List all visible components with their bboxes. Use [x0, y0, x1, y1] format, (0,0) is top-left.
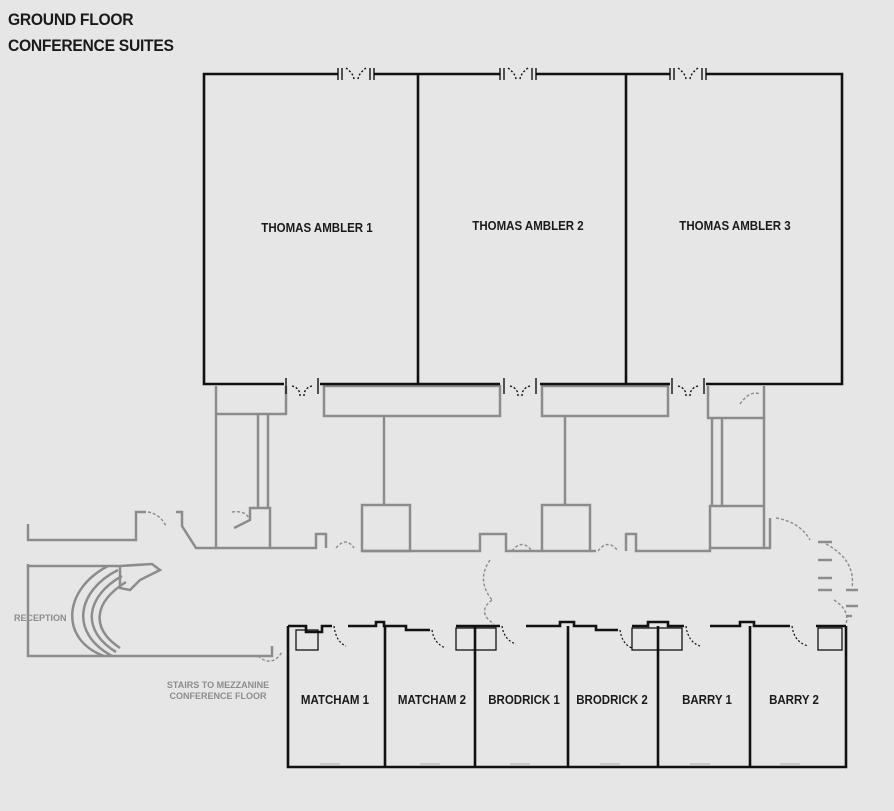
room-label-matcham-1: MATCHAM 1 [300, 693, 370, 707]
room-label-thomas-ambler-1: THOMAS AMBLER 1 [261, 221, 373, 235]
plan-title-line2: CONFERENCE SUITES [8, 36, 174, 55]
suite-cupboards [295, 627, 843, 651]
suite-door-swings [333, 625, 809, 649]
corridor-walls [26, 384, 858, 658]
plan-title-line1: GROUND FLOOR [8, 10, 134, 29]
room-label-barry-2: BARRY 2 [769, 693, 819, 707]
ambler-doors [285, 67, 707, 397]
stairs-label-line1: STAIRS TO MEZZANINE [166, 680, 270, 690]
room-label-barry-1: BARRY 1 [682, 693, 732, 707]
stairs-label-line2: CONFERENCE FLOOR [169, 691, 267, 701]
room-label-thomas-ambler-3: THOMAS AMBLER 3 [679, 219, 791, 233]
stairs-label: STAIRS TO MEZZANINE CONFERENCE FLOOR [160, 680, 276, 702]
lower-suite-walls [286, 620, 848, 769]
room-label-brodrick-2: BRODRICK 2 [576, 693, 648, 707]
room-label-thomas-ambler-2: THOMAS AMBLER 2 [472, 219, 584, 233]
room-label-matcham-2: MATCHAM 2 [397, 693, 467, 707]
room-label-brodrick-1: BRODRICK 1 [488, 693, 560, 707]
door-swings [147, 392, 854, 662]
reception-label: RECEPTION [14, 613, 67, 623]
ambler-walls [202, 72, 844, 386]
